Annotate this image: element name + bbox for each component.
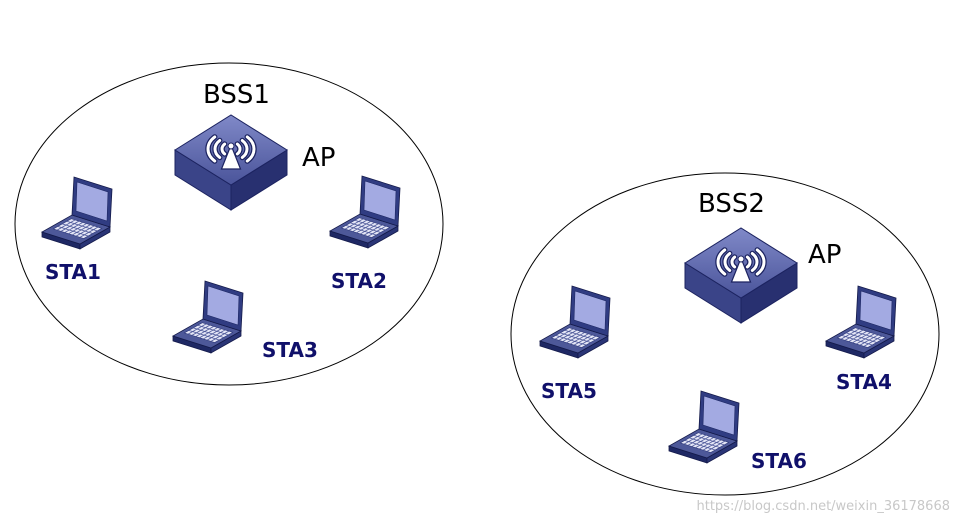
bss2-label: BSS2 bbox=[698, 189, 765, 219]
station-label-sta3: STA3 bbox=[262, 338, 318, 362]
station-label-sta1: STA1 bbox=[45, 260, 101, 284]
bss1-group: BSS1 AP STA1 STA2 STA3 bbox=[14, 62, 444, 386]
station-label-sta4: STA4 bbox=[836, 370, 892, 394]
bss2-group: BSS2 AP STA4 STA5 STA6 bbox=[510, 172, 940, 496]
laptop-icon bbox=[825, 285, 897, 359]
watermark: https://blog.csdn.net/weixin_36178668 bbox=[696, 499, 950, 514]
bss1-boundary bbox=[14, 62, 444, 386]
station-label-sta5: STA5 bbox=[541, 379, 597, 403]
laptop-icon bbox=[41, 176, 113, 250]
laptop-icon bbox=[539, 285, 611, 359]
access-point-icon bbox=[175, 115, 287, 210]
ap-label: AP bbox=[808, 240, 841, 270]
station-label-sta6: STA6 bbox=[751, 449, 807, 473]
access-point-icon bbox=[685, 228, 797, 323]
laptop-icon bbox=[172, 280, 244, 354]
bss2-boundary bbox=[510, 172, 940, 496]
station-label-sta2: STA2 bbox=[331, 269, 387, 293]
ap-label: AP bbox=[302, 143, 335, 173]
laptop-icon bbox=[668, 390, 740, 464]
laptop-icon bbox=[329, 175, 401, 249]
bss1-label: BSS1 bbox=[203, 80, 270, 110]
